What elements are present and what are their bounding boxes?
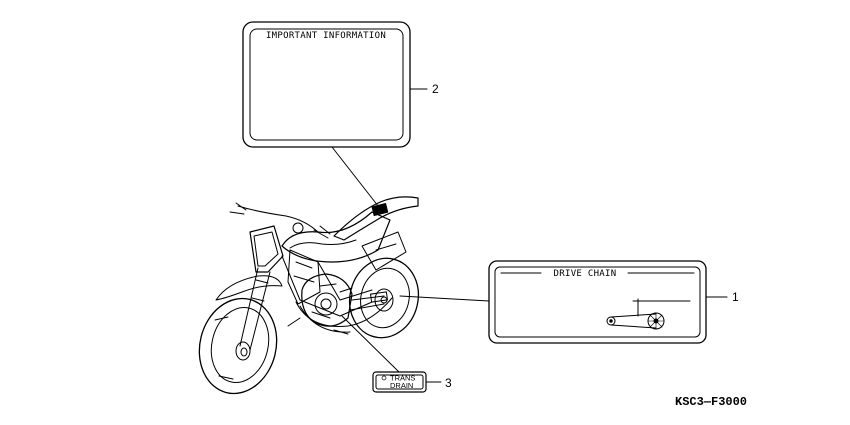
- callout-number-2: 2: [432, 82, 439, 96]
- important-information-title: IMPORTANT INFORMATION: [266, 31, 386, 41]
- leader-line-2-to-bike: [331, 146, 383, 212]
- callout-number-3: 3: [445, 376, 452, 390]
- leader-line-1-to-bike: [399, 295, 490, 302]
- trans-drain-line2: DRAIN: [390, 381, 413, 390]
- front-wheel-icon: [198, 297, 278, 395]
- chain-pictogram-icon: [606, 298, 691, 330]
- callout-number-1: 1: [732, 290, 739, 304]
- diagram-code: KSC3—F3000: [675, 395, 747, 409]
- motorcycle-drawing: [198, 196, 420, 395]
- drive-chain-label[interactable]: DRIVE CHAIN: [488, 260, 707, 344]
- trans-drain-label[interactable]: TRANS DRAIN: [372, 371, 427, 393]
- important-information-label[interactable]: IMPORTANT INFORMATION: [242, 21, 411, 148]
- leader-line-3-to-bike: [341, 315, 400, 373]
- drive-chain-title: DRIVE CHAIN: [554, 269, 617, 279]
- trans-drain-line1: TRANS: [390, 374, 415, 383]
